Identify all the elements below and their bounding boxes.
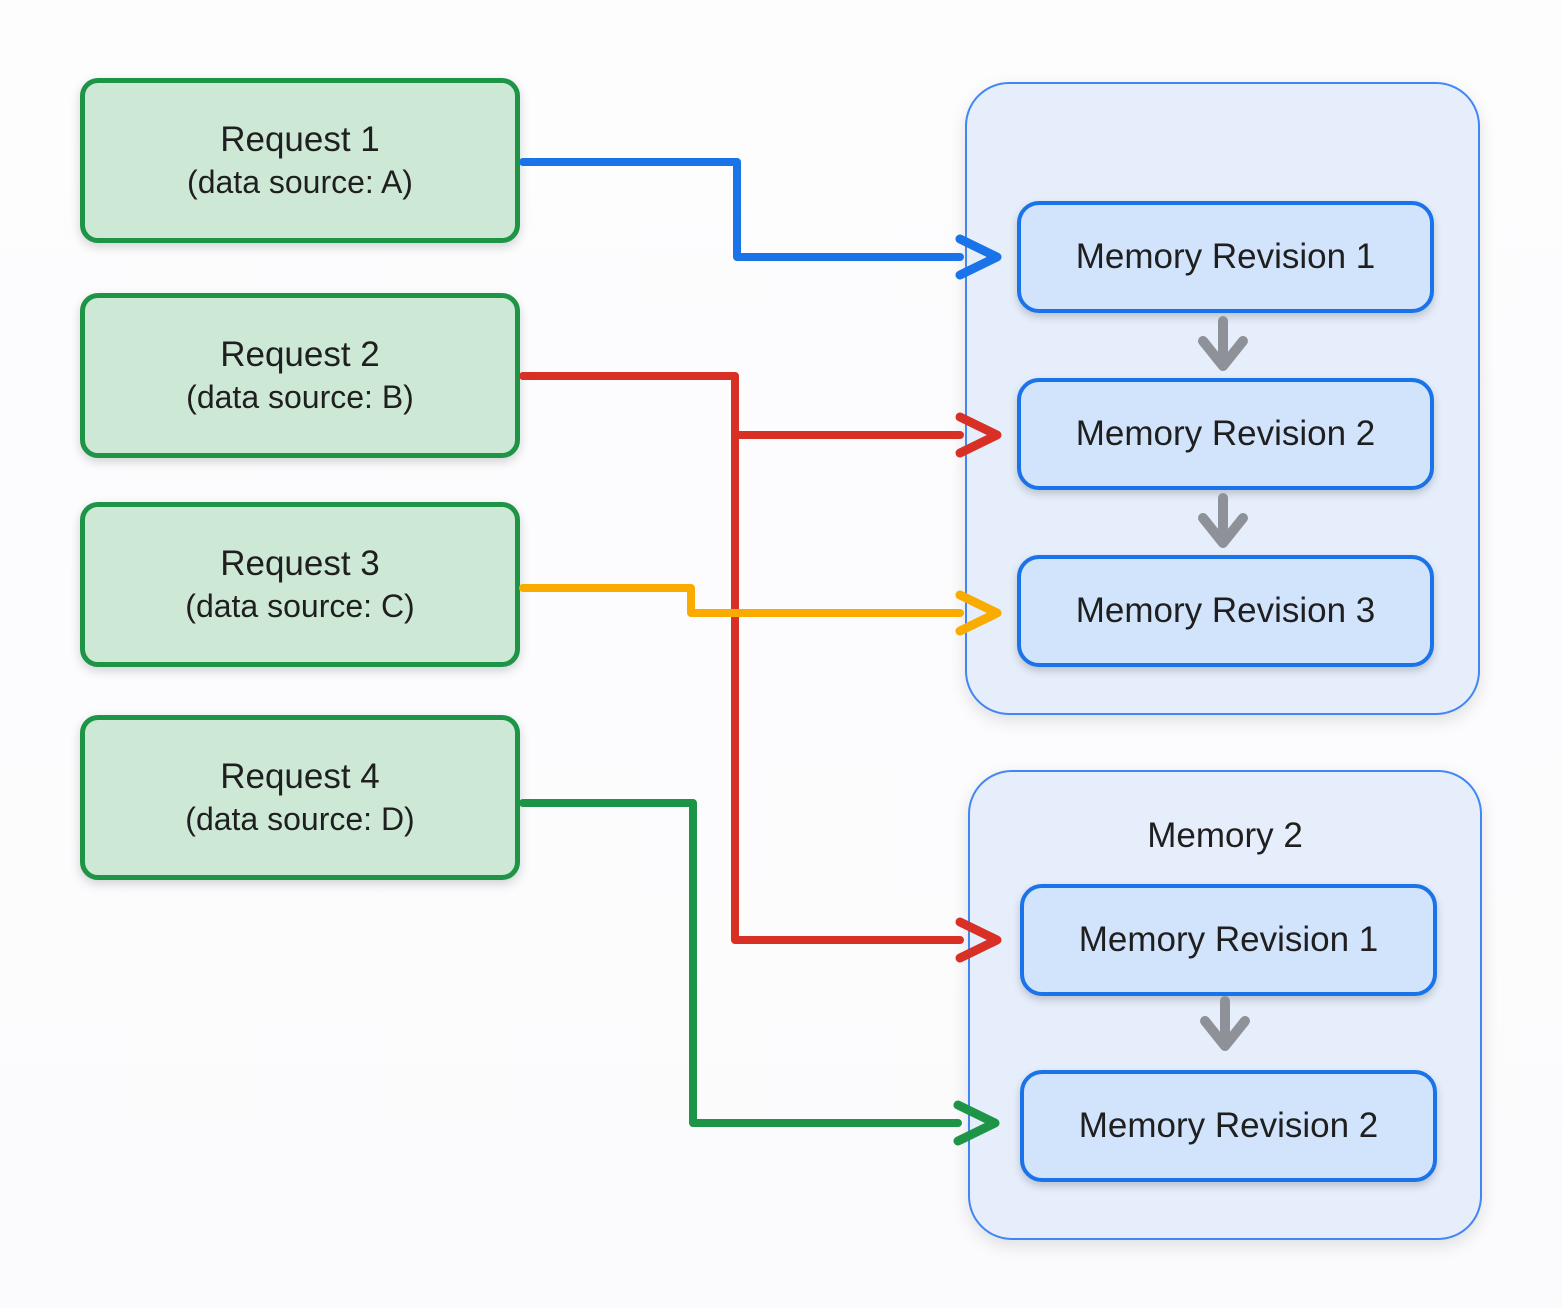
request-2-title: Request 2 [220,334,380,374]
memory-1-container: Memory 1 Memory Revision 1 Memory Revisi… [965,82,1480,715]
request-2-data-source: (data source: B) [186,379,414,416]
memory-2-revision-1-box: Memory Revision 1 [1020,884,1437,996]
connector-request2-to-memory1-revision2-and-memory2-revision1 [519,372,1002,963]
memory-2-revision-2-box: Memory Revision 2 [1020,1070,1437,1182]
memory-1-revision-1-box: Memory Revision 1 [1017,201,1434,313]
connector-request3-to-memory1-revision3 [519,584,1002,636]
request-4-title: Request 4 [220,756,380,796]
connector-request1-to-memory1-revision1 [519,158,1002,280]
memory-2-container: Memory 2 Memory Revision 1 Memory Revisi… [968,770,1482,1240]
connector-request4-to-memory2-revision2 [519,799,1000,1146]
memory-2-title: Memory 2 [1147,816,1303,855]
request-2-box: Request 2 (data source: B) [80,293,520,458]
request-1-title: Request 1 [220,119,380,159]
request-1-box: Request 1 (data source: A) [80,78,520,243]
request-4-box: Request 4 (data source: D) [80,715,520,880]
request-3-data-source: (data source: C) [185,588,415,625]
request-4-data-source: (data source: D) [185,801,415,838]
request-3-title: Request 3 [220,543,380,583]
request-1-data-source: (data source: A) [187,164,413,201]
memory-1-revision-3-box: Memory Revision 3 [1017,555,1434,667]
memory-1-revision-2-box: Memory Revision 2 [1017,378,1434,490]
request-3-box: Request 3 (data source: C) [80,502,520,667]
